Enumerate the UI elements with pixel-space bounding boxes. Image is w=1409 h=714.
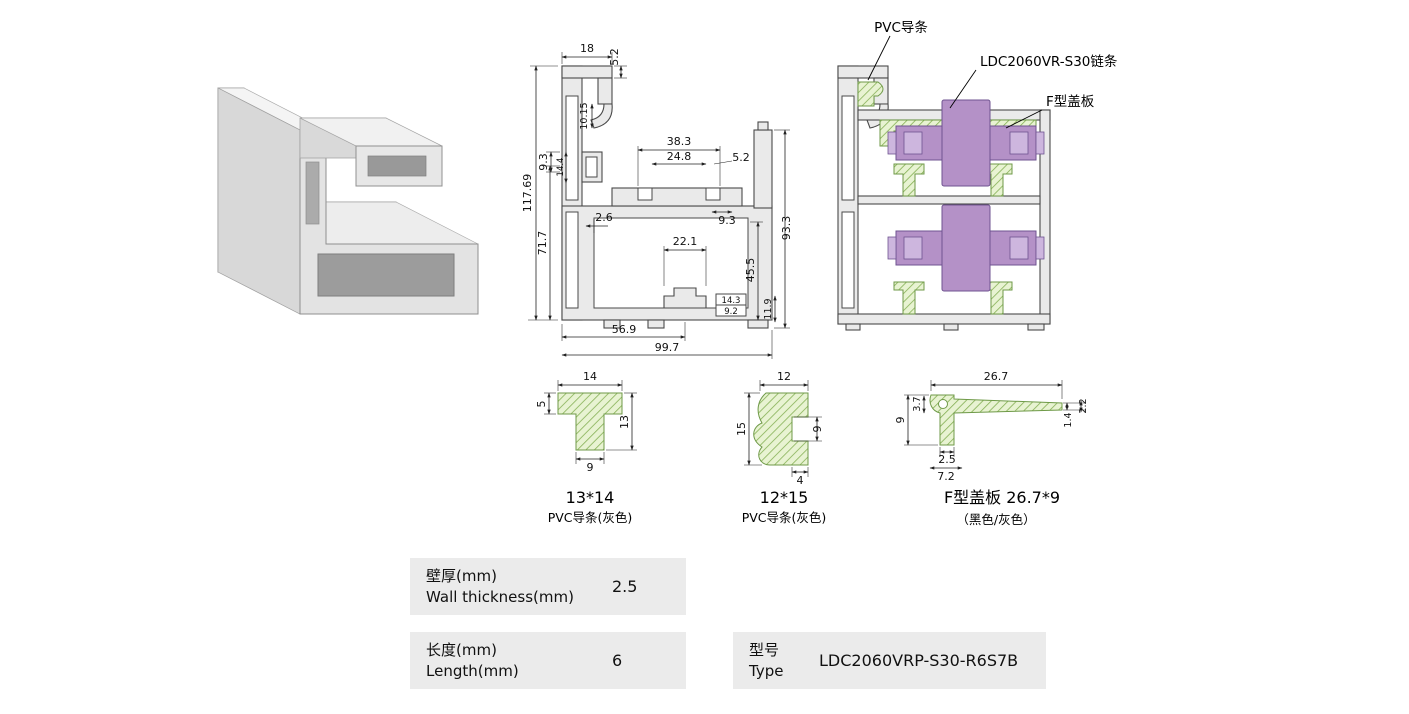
dim-45-5: 45.5 [744,258,757,283]
dim-d1-left: 5 [535,401,548,408]
assembly-annotations: PVC导条 LDC2060VR-S30链条 F型盖板 [867,19,1118,129]
dim-d3-bottom-b: 7.2 [937,470,955,483]
dim-d3-bottom-a: 2.5 [938,453,956,466]
chain-assembly-top [887,99,1045,187]
t-slot [663,287,707,309]
dim-93-3: 93.3 [780,216,793,241]
pvc-guide-bottom-left [893,281,925,315]
dim-d1-top: 14 [583,370,597,383]
dim-5-2-top: 5.2 [608,48,621,66]
dim-9-3-left: 9.3 [537,153,550,171]
dim-5-2-slot: 5.2 [732,151,750,164]
pvc-hook-clip [857,81,884,107]
profile-3d-chamber [317,253,455,297]
dim-9-3-slot: 9.3 [718,214,736,227]
spec-length-value: 6 [612,651,623,670]
dim-14-4: 14.4 [556,158,566,177]
dim-18: 18 [580,42,594,55]
profile-3d-render [217,87,479,315]
dim-24-8: 24.8 [667,150,692,163]
dim-d1-right: 13 [618,415,631,429]
hook-curl [590,103,613,129]
main-section-dimensions: 18 5.2 10.15 9.3 14.4 117.69 71.7 2.6 38… [521,42,793,359]
detail-2-title: 12*15 [760,488,809,507]
dim-11-9: 11.9 [763,298,774,319]
dim-14-3: 14.3 [722,296,741,306]
dim-d3-left-b: 9 [894,417,907,424]
spec-model-label-en: Type [749,661,784,680]
label-f-cover: F型盖板 [1046,94,1095,110]
dim-9-2: 9.2 [724,307,738,317]
detail-3-title: F型盖板 26.7*9 [944,488,1060,507]
spec-wall-thickness-label-cn: 壁厚(mm) [426,567,497,586]
spec-wall-thickness-label-en: Wall thickness(mm) [426,587,574,606]
main-section-drawing [561,65,773,329]
pvc-guide-top-left [893,163,925,197]
detail-2-subtitle: PVC导条(灰色) [742,510,827,525]
spec-wall-thickness-value: 2.5 [612,577,638,596]
label-pvc-guide: PVC导条 [874,19,928,36]
spec-model-value: LDC2060VRP-S30-R6S7B [819,651,1019,670]
detail-1-subtitle: PVC导条(灰色) [548,510,633,525]
dim-10-15: 10.15 [579,102,590,129]
detail-12x15: 12 15 9 4 12*15 PVC导条(灰色) [735,370,826,525]
spec-model-label-cn: 型号 [749,641,780,660]
spec-length-label-en: Length(mm) [426,661,519,680]
dim-99-7: 99.7 [655,341,680,354]
dim-38-3: 38.3 [667,135,692,148]
dim-d1-bottom: 9 [587,461,594,474]
chain-assembly-bottom [887,204,1045,292]
dim-d3-left-a: 3.7 [912,396,923,411]
assembly-section-drawing [837,65,1051,331]
dim-d2-right: 9 [811,426,824,433]
detail-f-cover: 26.7 3.7 9 2.5 7.2 1.4 2.2 F型盖板 26.7*9 （… [894,370,1089,527]
spec-wall-thickness: 壁厚(mm) Wall thickness(mm) 2.5 [410,558,686,615]
dim-56-9: 56.9 [612,323,637,336]
dim-d2-left: 15 [735,422,748,436]
spec-model: 型号 Type LDC2060VRP-S30-R6S7B [733,632,1046,689]
spec-length-label-cn: 长度(mm) [426,641,497,660]
dim-71-7: 71.7 [536,231,549,256]
dim-117-69: 117.69 [521,174,534,213]
dim-22-1: 22.1 [673,235,698,248]
f-cover-hole [938,399,948,409]
detail-3-subtitle: （黑色/灰色） [956,512,1035,527]
dim-d3-top: 26.7 [984,370,1009,383]
spec-length: 长度(mm) Length(mm) 6 [410,632,686,689]
dim-d2-bottom: 4 [797,474,804,487]
detail-1-title: 13*14 [566,488,615,507]
detail-13x14: 14 5 13 9 13*14 PVC导条(灰色) [535,370,637,525]
dim-d3-right-b: 2.2 [1078,398,1089,413]
dim-d3-right-a: 1.4 [1063,412,1074,427]
dim-d2-top: 12 [777,370,791,383]
label-chain: LDC2060VR-S30链条 [980,53,1118,70]
dim-2-6: 2.6 [595,211,613,224]
